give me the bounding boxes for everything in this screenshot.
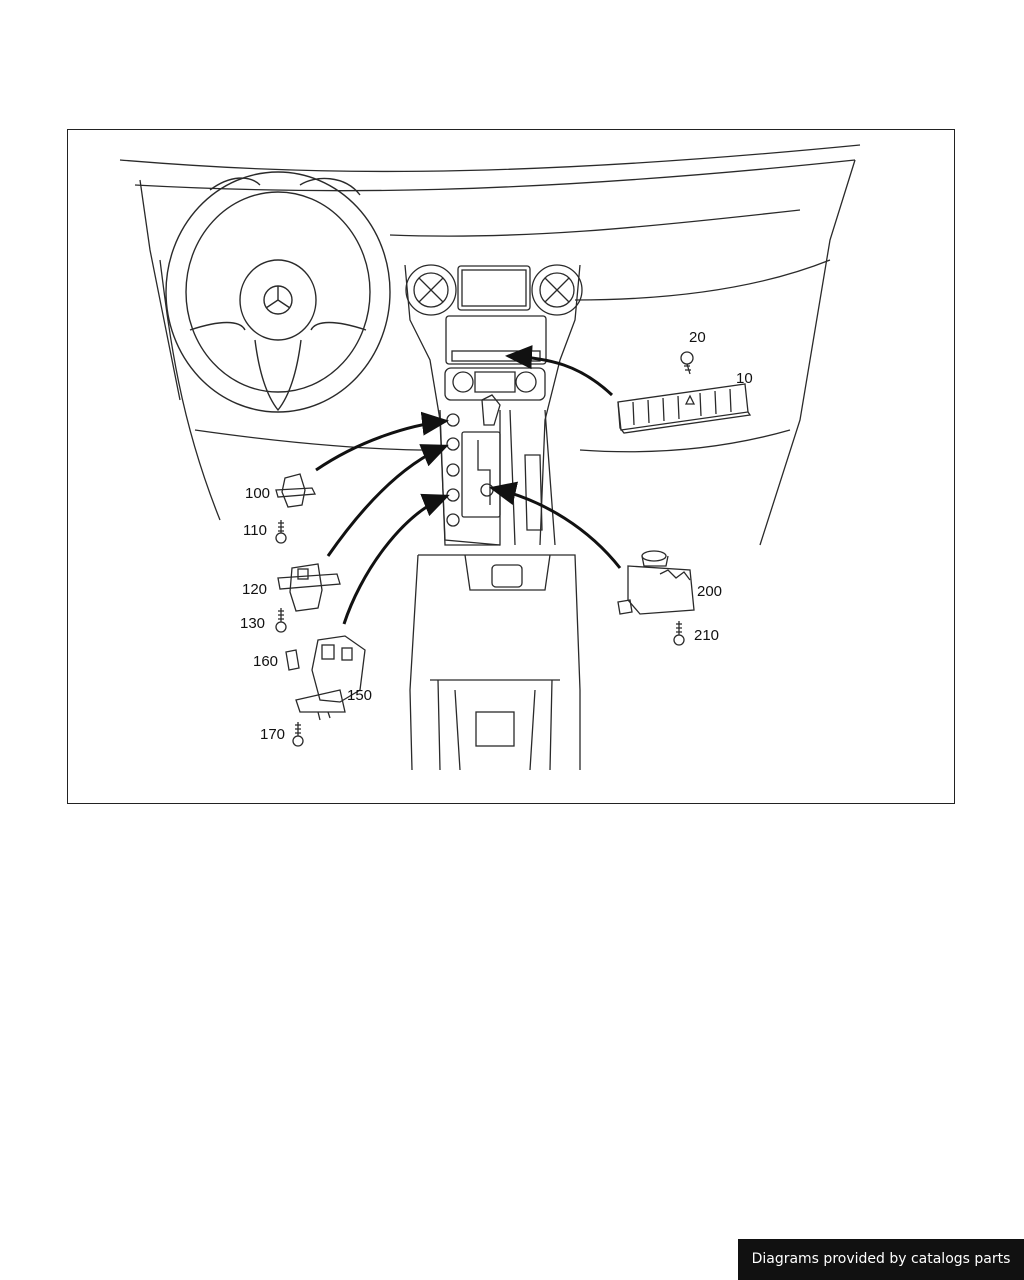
arrow-10 <box>505 345 614 397</box>
part-20-screw <box>680 351 694 375</box>
arrow-150 <box>342 493 450 625</box>
callout-170: 170 <box>260 726 285 743</box>
callout-160: 160 <box>253 653 278 670</box>
callout-150: 150 <box>347 687 372 704</box>
part-160-connector <box>285 649 300 671</box>
center-console <box>409 394 581 771</box>
diagram-frame <box>67 129 955 804</box>
callout-210: 210 <box>694 627 719 644</box>
callout-100: 100 <box>245 485 270 502</box>
callout-120: 120 <box>242 581 267 598</box>
part-130-screw <box>275 608 287 633</box>
arrow-200 <box>489 481 622 569</box>
part-170-screw <box>292 722 304 747</box>
steering-wheel <box>165 171 391 413</box>
callout-20: 20 <box>689 329 706 346</box>
part-10-switch-panel <box>617 383 752 434</box>
part-200-controller <box>617 550 695 615</box>
part-210-screw <box>673 621 685 646</box>
arrow-120 <box>326 444 449 557</box>
leader-arrows <box>315 345 622 625</box>
part-100-switch <box>275 473 317 508</box>
part-110-screw <box>275 520 287 544</box>
footer-credit-badge: Diagrams provided by catalogs parts <box>738 1239 1024 1280</box>
callout-10: 10 <box>736 370 753 387</box>
dashboard-outline <box>119 144 861 546</box>
arrow-100 <box>315 411 449 472</box>
callout-200: 200 <box>697 583 722 600</box>
callout-130: 130 <box>240 615 265 632</box>
part-150-bracket-assembly <box>295 635 366 721</box>
center-stack <box>404 264 583 546</box>
part-120-switch <box>277 563 341 612</box>
callout-110: 110 <box>243 522 267 539</box>
